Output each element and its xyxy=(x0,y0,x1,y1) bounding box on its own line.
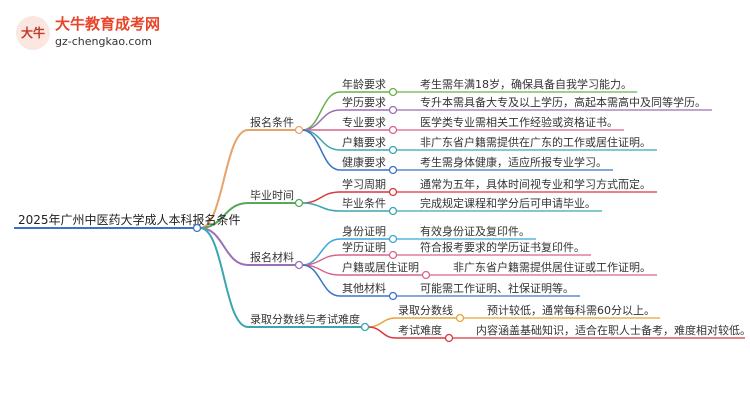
branch-connector xyxy=(199,202,249,229)
logo: 大牛 大牛教育成考网 gz-chengkao.com xyxy=(16,15,160,50)
logo-url: gz-chengkao.com xyxy=(55,35,152,48)
child-0-1-dot xyxy=(388,105,398,115)
logo-icon xyxy=(16,16,50,50)
child-2-1-dot xyxy=(388,250,398,260)
child-1-0-label: 学习周期 xyxy=(342,177,386,191)
child-0-2-dot xyxy=(388,125,398,135)
nodes: 2025年广州中医药大学成人本科报名条件 报名条件 年龄要求 考生需年满18岁，确保具… xyxy=(18,77,750,343)
child-0-0-label: 年龄要求 xyxy=(342,77,386,91)
leaf-2-1-text: 符合报考要求的学历证书复印件。 xyxy=(420,240,585,254)
branch-connector xyxy=(199,227,249,266)
child-2-3-label: 其他材料 xyxy=(342,281,386,295)
branch-3-dot xyxy=(360,322,370,332)
child-3-1-dot xyxy=(444,333,454,343)
child-2-2-label: 户籍或居住证明 xyxy=(342,260,419,274)
child-2-0-dot xyxy=(388,234,398,244)
branch-2-label: 报名材料 xyxy=(250,250,294,264)
logo-icon-text: 大牛 xyxy=(21,25,45,40)
leaf-1-0-text: 通常为五年，具体时间视专业和学习方式而定。 xyxy=(420,177,651,191)
root-dot xyxy=(192,223,202,233)
child-1-1-label: 毕业条件 xyxy=(342,196,386,210)
leaf-2-3-text: 可能需工作证明、社保证明等。 xyxy=(420,281,574,295)
child-3-1-label: 考试难度 xyxy=(398,323,442,337)
child-0-3-dot xyxy=(388,145,398,155)
child-3-0-label: 录取分数线 xyxy=(398,303,453,317)
child-0-0-dot xyxy=(388,87,398,97)
child-connector xyxy=(301,264,341,297)
branch-1-label: 毕业时间 xyxy=(250,189,294,202)
branch-connector xyxy=(199,129,249,229)
connector-lines xyxy=(14,91,745,339)
child-connector xyxy=(301,109,341,131)
leaf-2-0-text: 有效身份证及复印件。 xyxy=(420,224,530,238)
leaf-0-2-text: 医学类专业需相关工作经验或资格证书。 xyxy=(420,115,618,129)
child-2-2-dot xyxy=(421,270,431,280)
child-0-2-label: 专业要求 xyxy=(342,115,386,129)
child-connector xyxy=(367,317,397,328)
branch-1-dot xyxy=(294,198,304,208)
branch-3-label: 录取分数线与考试难度 xyxy=(250,312,360,326)
child-2-1-label: 学历证明 xyxy=(342,240,386,254)
leaf-0-4-text: 考生需身体健康，适应所报专业学习。 xyxy=(420,155,607,169)
leaf-3-1-text: 内容涵盖基础知识，适合在职人士备考，难度相对较低。 xyxy=(476,323,750,337)
leaf-0-0-text: 考生需年满18岁，确保具备自我学习能力。 xyxy=(420,77,632,91)
child-connector xyxy=(301,202,341,212)
leaf-3-0-text: 预计较低，通常每科需60分以上。 xyxy=(487,303,655,317)
child-1-0-dot xyxy=(388,187,398,197)
branch-0-label: 报名条件 xyxy=(250,115,294,129)
child-connector xyxy=(301,129,341,151)
child-0-3-label: 户籍要求 xyxy=(342,135,386,149)
leaf-2-2-text: 非广东省户籍需提供居住证或工作证明。 xyxy=(453,260,651,274)
child-2-3-dot xyxy=(388,291,398,301)
child-0-4-dot xyxy=(388,165,398,175)
child-0-1-label: 学历要求 xyxy=(342,95,386,109)
leaf-0-1-text: 专升本需具备大专及以上学历，高起本需高中及同等学历。 xyxy=(420,95,706,109)
child-connector xyxy=(367,326,397,339)
branch-2-dot xyxy=(294,260,304,270)
logo-title: 大牛教育成考网 xyxy=(55,15,160,33)
child-connector xyxy=(301,191,341,204)
child-3-0-dot xyxy=(455,313,465,323)
leaf-1-1-text: 完成规定课程和学分后可申请毕业。 xyxy=(420,196,596,210)
child-2-0-label: 身份证明 xyxy=(342,224,386,238)
branch-0-dot xyxy=(294,125,304,135)
child-connector xyxy=(301,238,341,266)
root-node-label: 2025年广州中医药大学成人本科报名条件 xyxy=(18,212,241,227)
leaf-0-3-text: 非广东省户籍需提供在广东的工作或居住证明。 xyxy=(420,135,651,149)
child-1-1-dot xyxy=(388,206,398,216)
child-connector xyxy=(301,129,341,171)
branch-connector xyxy=(199,227,249,328)
child-0-4-label: 健康要求 xyxy=(342,155,386,169)
